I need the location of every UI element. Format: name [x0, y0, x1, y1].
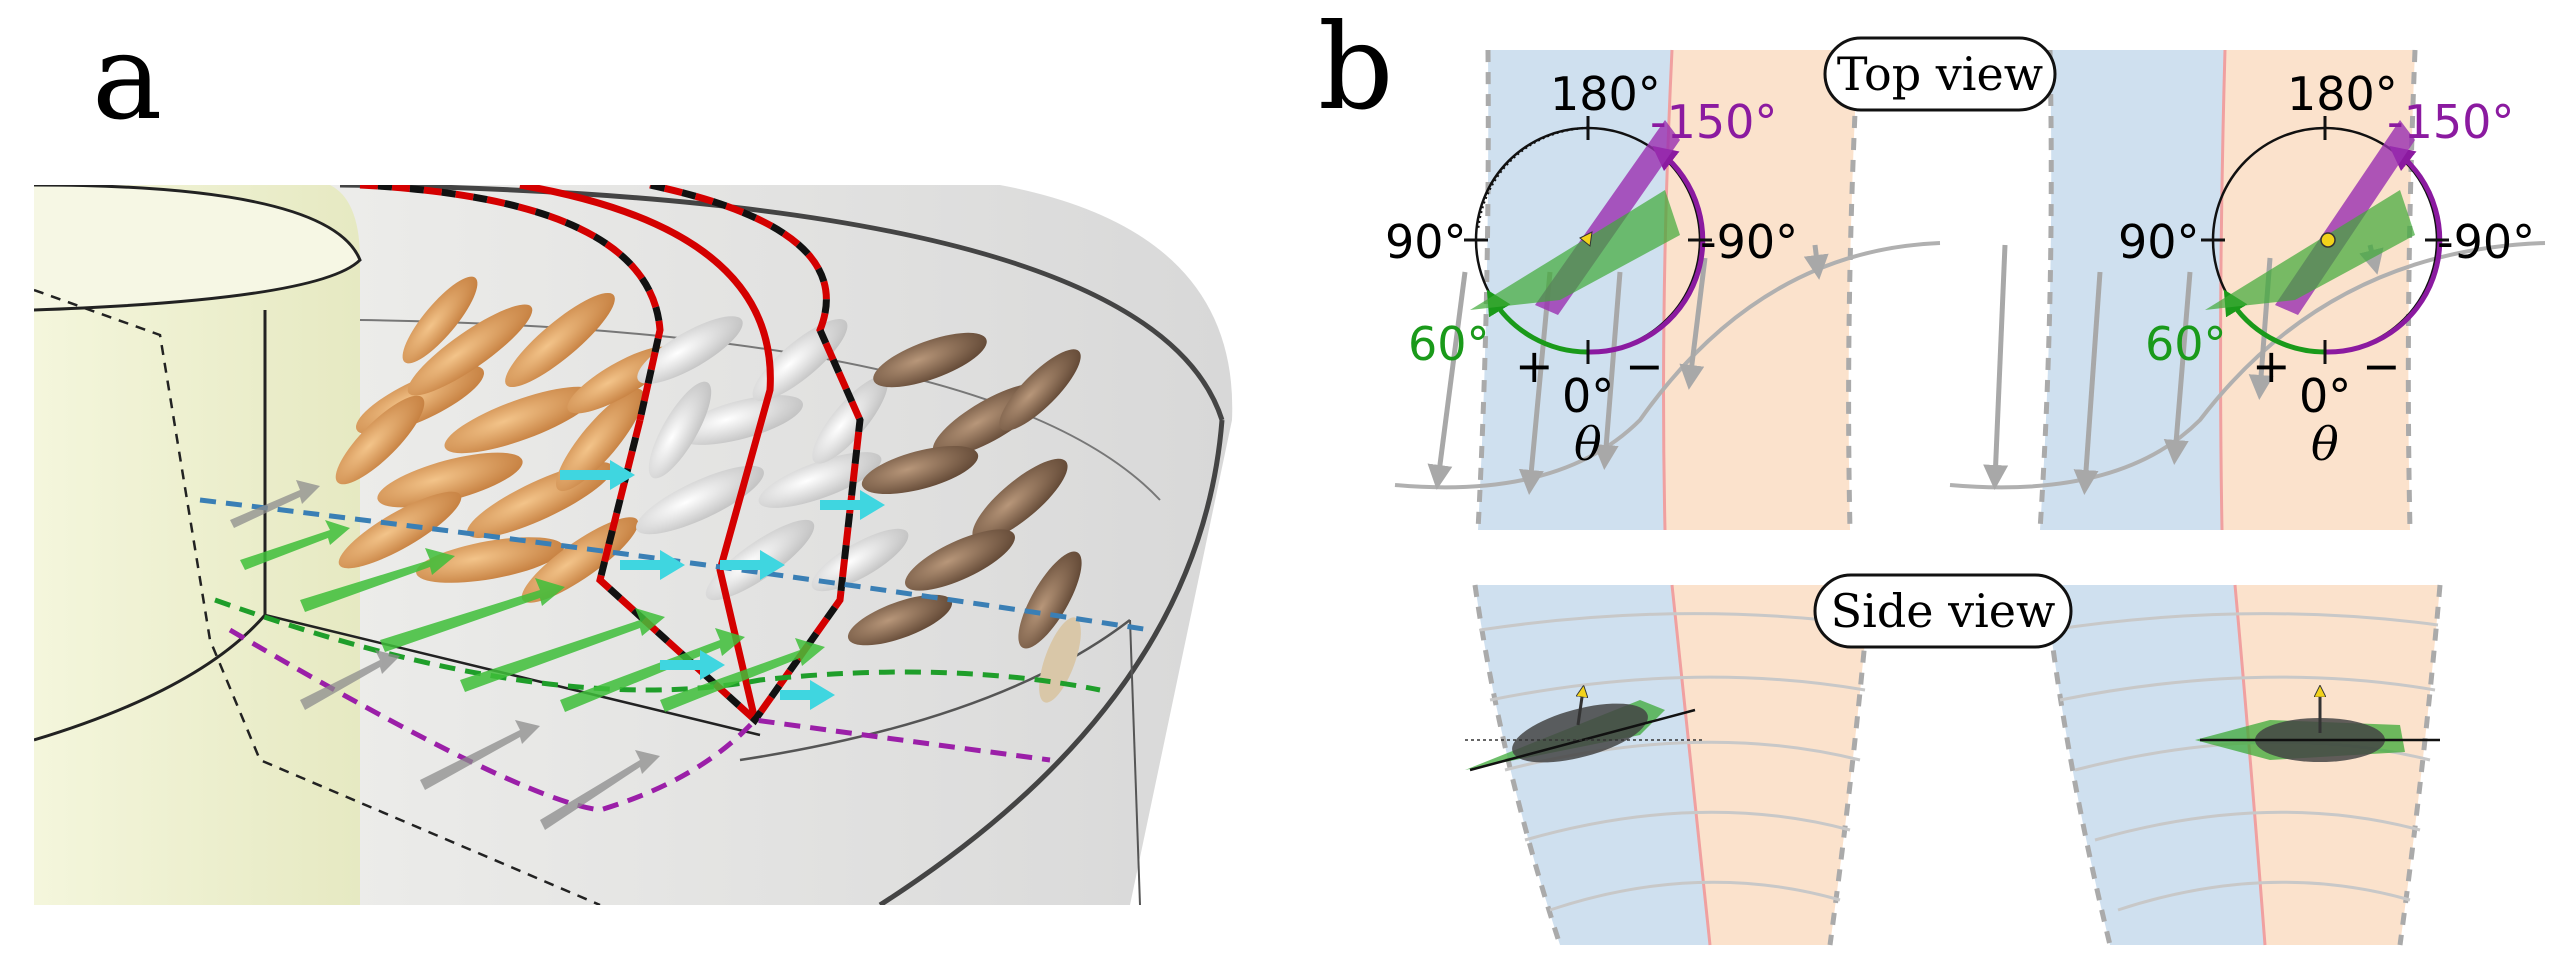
- dial-label-top: 180°: [1550, 67, 1661, 121]
- inner-cylinder: [34, 185, 360, 905]
- dial-dotted-arc: [1476, 126, 1589, 231]
- band-edge-left: [1475, 49, 1491, 531]
- green-arrows: [240, 520, 825, 712]
- inner-cylinder-top: [34, 185, 362, 312]
- side-view-right: [2042, 584, 2443, 946]
- panel-a-scene: [34, 185, 1233, 905]
- top-view-left: 180° 0° 90° -90° + − -150° 60° θ: [1385, 49, 1941, 531]
- purple-dashed-curve: [228, 627, 1051, 813]
- cyan-arrows: [560, 460, 885, 710]
- dial-green-arc: [1486, 289, 1589, 355]
- dial2-label-minus: −: [2362, 339, 2401, 393]
- dial2-angle-green: 60°: [2145, 317, 2227, 371]
- top-view-label: Top view: [1837, 47, 2043, 101]
- orange-band-left: [1663, 50, 1858, 530]
- band-divider-left: [1662, 49, 1674, 531]
- boundary-lines: [359, 185, 864, 726]
- particles-tan: [335, 276, 673, 603]
- green-particle-shape-2: [2205, 190, 2415, 310]
- inner-cylinder-bottom: [34, 614, 267, 742]
- panel-a-letter: a: [92, 8, 162, 146]
- orientation-marker-icon: [1579, 231, 1593, 247]
- blue-band-right: [2040, 50, 2225, 530]
- dial-label-minus: −: [1625, 339, 1664, 393]
- drum-side-edge: [1129, 619, 1141, 905]
- panel-a: a: [34, 8, 1233, 905]
- blue-dashed-curve: [199, 497, 1151, 633]
- dial-label-right: -90°: [1700, 215, 1798, 269]
- dial-purple-arc-2: [2324, 145, 2443, 355]
- band-edge-left-2: [2037, 49, 2054, 531]
- top-view-right: 180° 0° 90° -90° + − -150° 60° θ: [1949, 49, 2546, 531]
- dial-ticks-2: [2201, 116, 2449, 364]
- side-view-label-pill: Side view: [1813, 573, 2073, 649]
- panel-b-letter: b: [1318, 0, 1394, 136]
- normal-arrow-icon: [1578, 690, 1583, 726]
- flow-curve-right: [1949, 241, 2546, 490]
- dial-label-bottom: 0°: [1562, 369, 1614, 423]
- flow-arrows-right: [1983, 244, 2384, 495]
- tilt-line: [1469, 708, 1696, 772]
- dial-angle-purple: -150°: [1650, 95, 1777, 149]
- dial-theta: θ: [1574, 417, 1602, 471]
- band-divider-right: [2219, 49, 2227, 531]
- drum-floor-edge: [739, 619, 1131, 762]
- dial2-label-bottom: 0°: [2299, 369, 2351, 423]
- drum-rim-lower: [878, 419, 1225, 905]
- side-view-left: [1465, 584, 1873, 946]
- dial-purple-arc: [1587, 145, 1706, 355]
- dial2-theta: θ: [2311, 417, 2339, 471]
- flow-curve-left: [1394, 241, 1941, 490]
- dial-green-arc-2: [2223, 289, 2326, 355]
- orientation-marker-icon-2: [2320, 232, 2336, 248]
- gray-arrows: [230, 480, 660, 830]
- band-edge-right: [1846, 49, 1861, 531]
- dial-ticks: [1464, 116, 1712, 364]
- dial2-label-left: 90°: [2118, 215, 2200, 269]
- dial-label-left: 90°: [1385, 215, 1467, 269]
- dark-particle-side: [1512, 703, 1648, 763]
- dial2-label-plus: +: [2252, 339, 2291, 393]
- dial2-label-top: 180°: [2287, 67, 2398, 121]
- dial2-label-right: -90°: [2437, 215, 2535, 269]
- green-particle-shape: [1470, 190, 1680, 310]
- side-view-label: Side view: [1831, 584, 2056, 638]
- top-view-label-pill: Top view: [1823, 36, 2057, 112]
- dial-label-plus: +: [1515, 339, 1554, 393]
- dial-angle-green: 60°: [1408, 317, 1490, 371]
- panel-b: b: [1318, 0, 2546, 946]
- dial2-angle-purple: -150°: [2387, 95, 2514, 149]
- floor-line: [264, 613, 761, 737]
- band-edge-right-2: [2405, 49, 2418, 531]
